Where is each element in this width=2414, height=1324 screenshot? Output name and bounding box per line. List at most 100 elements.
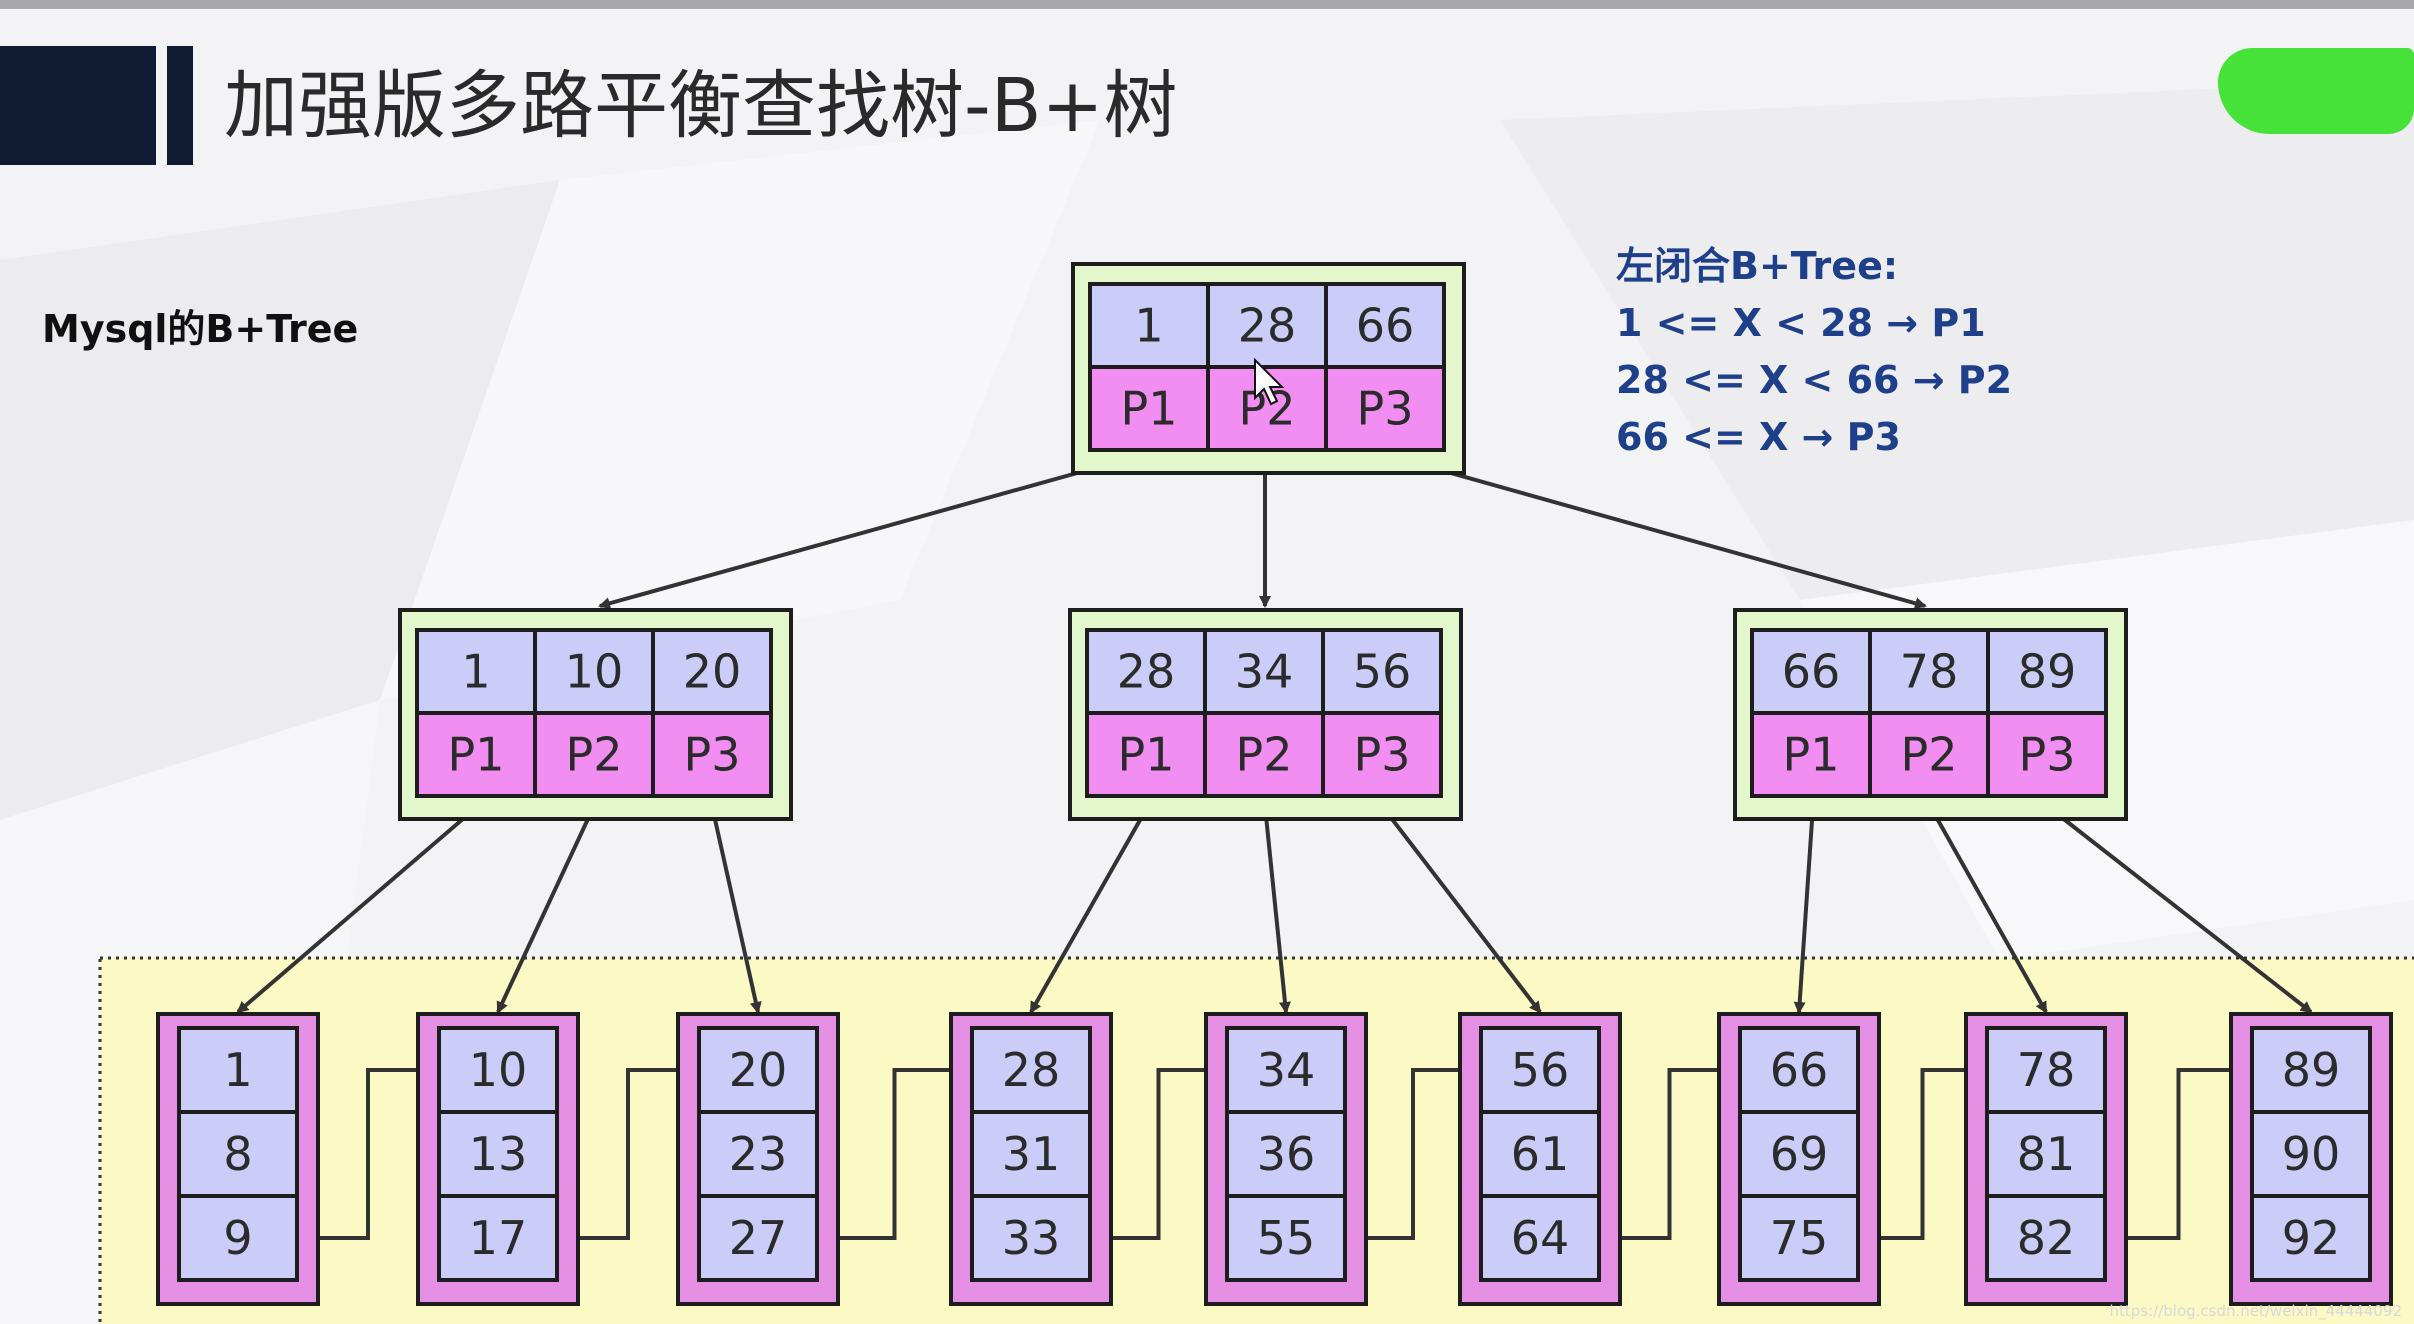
leaf-node-6-key-1: 56 xyxy=(1511,1043,1570,1097)
leaf-link-7-to-8 xyxy=(1858,1064,1987,1240)
internal-node-2-key-cell xyxy=(1321,628,1443,715)
edge-internal-1-to-leaf-2 xyxy=(496,805,596,1014)
root-node-key-3: 66 xyxy=(1356,299,1415,353)
leaf-link-2-to-3 xyxy=(557,1064,699,1240)
caption-mysql-btree: Mysql的B+Tree xyxy=(42,307,359,351)
range-rules: 左闭合B+Tree: 1 <= X < 28 → P1 28 <= X < 66… xyxy=(1616,238,2012,466)
edge-internal-1-to-leaf-1 xyxy=(236,804,480,1014)
leaf-node-4-cell xyxy=(970,1026,1092,1114)
edge-internal-3-to-leaf-8 xyxy=(1928,805,2048,1014)
leaf-link-8-to-9 xyxy=(2105,1064,2252,1240)
edge-internal-2-to-leaf-6 xyxy=(1380,804,1542,1014)
root-node-key-cell xyxy=(1088,282,1210,369)
range-rule-p3: 66 <= X → P3 xyxy=(1616,415,1901,459)
leaf-node-5-key-1: 34 xyxy=(1257,1043,1316,1097)
leaf-node-1-key-3: 9 xyxy=(223,1211,252,1265)
leaf-node-2-cell xyxy=(437,1026,559,1114)
watermark: https://blog.csdn.net/weixin_44444092 xyxy=(2109,1302,2402,1320)
leaf-node-3-key-2: 23 xyxy=(729,1127,788,1181)
leaf-node-9-cell xyxy=(2250,1194,2372,1282)
internal-node-1-key-1: 1 xyxy=(461,645,490,699)
leaf-node-7-cell xyxy=(1738,1026,1860,1114)
range-rules-heading: 左闭合B+Tree: xyxy=(1616,244,1899,288)
range-rule-p1: 1 <= X < 28 → P1 xyxy=(1616,301,1986,345)
leaf-node-6-cell xyxy=(1479,1194,1601,1282)
leaf-node-3-cell xyxy=(697,1110,819,1198)
root-node-key-2: 28 xyxy=(1238,299,1297,353)
leaf-node-6-key-2: 61 xyxy=(1511,1127,1570,1181)
move-cursor-icon xyxy=(1254,357,1285,406)
leaf-node-1: 189 xyxy=(156,1012,320,1306)
internal-node-3-key-1: 66 xyxy=(1782,645,1841,699)
tree-edges xyxy=(236,454,2313,1240)
leaf-node-2-key-3: 17 xyxy=(469,1211,528,1265)
leaf-link-1-to-2 xyxy=(297,1064,439,1240)
root-node-pointer-cell xyxy=(1088,365,1210,452)
internal-node-2-pointer-cell xyxy=(1321,711,1443,798)
internal-node-2-pointer-3: P3 xyxy=(1353,728,1410,782)
internal-node-3-key-3: 89 xyxy=(2018,645,2077,699)
leaf-node-4-key-2: 31 xyxy=(1002,1127,1061,1181)
leaf-node-2-key-1: 10 xyxy=(469,1043,528,1097)
leaf-node-7-key-1: 66 xyxy=(1770,1043,1829,1097)
internal-node-1-pointer-2: P2 xyxy=(565,728,622,782)
internal-node-2-key-2: 34 xyxy=(1235,645,1294,699)
leaf-node-6-key-3: 64 xyxy=(1511,1211,1570,1265)
leaf-node-8-cell xyxy=(1985,1110,2107,1198)
leaf-node-5-cell xyxy=(1225,1194,1347,1282)
edge-internal-3-to-leaf-7 xyxy=(1793,805,1815,1014)
leaf-link-6-to-7 xyxy=(1599,1064,1740,1240)
internal-node-2-pointer-2: P2 xyxy=(1235,728,1292,782)
internal-node-2-key-cell xyxy=(1203,628,1325,715)
leaf-node-1-cell xyxy=(177,1026,299,1114)
leaf-node-9-key-3: 92 xyxy=(2282,1211,2341,1265)
internal-node-2-key-cell xyxy=(1085,628,1207,715)
leaf-node-6: 56 61 64 xyxy=(1458,1012,1622,1306)
leaf-link-5-to-6 xyxy=(1345,1064,1481,1240)
leaf-node-1-key-2: 8 xyxy=(223,1127,252,1181)
leaf-link-4-to-5 xyxy=(1090,1064,1227,1240)
leaf-node-8-key-2: 81 xyxy=(2017,1127,2076,1181)
leaf-node-8-cell xyxy=(1985,1194,2107,1282)
root-node-pointer-3: P3 xyxy=(1356,382,1413,436)
internal-node-1-pointer-1: P1 xyxy=(447,728,504,782)
internal-node-3-pointer-2: P2 xyxy=(1900,728,1957,782)
root-node-pointer-1: P1 xyxy=(1120,382,1177,436)
internal-node-2-pointer-1: P1 xyxy=(1117,728,1174,782)
leaf-node-7-key-2: 69 xyxy=(1770,1127,1829,1181)
root-node-key-1: 1 xyxy=(1134,299,1163,353)
root-node-key-cell xyxy=(1206,282,1328,369)
internal-node-1-pointer-cell xyxy=(533,711,655,798)
leaf-node-4-key-1: 28 xyxy=(1002,1043,1061,1097)
internal-node-3-pointer-cell xyxy=(1986,711,2108,798)
edge-root-p1 xyxy=(598,454,1139,610)
internal-node-1-key-2: 10 xyxy=(565,645,624,699)
tree-nodes: 1P128P266P31P110P220P328P134P256P366P178… xyxy=(156,262,2393,1306)
edge-internal-2-to-leaf-4 xyxy=(1029,805,1150,1014)
page-title: 加强版多路平衡查找树-B+树 xyxy=(224,63,1178,149)
leaf-node-3-key-1: 20 xyxy=(729,1043,788,1097)
internal-node-3-pointer-cell xyxy=(1750,711,1872,798)
leaf-node-5-key-2: 36 xyxy=(1257,1127,1316,1181)
range-rule-p2: 28 <= X < 66 → P2 xyxy=(1616,358,2013,402)
leaf-node-9-key-1: 89 xyxy=(2282,1043,2341,1097)
leaf-node-9-key-2: 90 xyxy=(2282,1127,2341,1181)
leaf-node-3-cell xyxy=(697,1026,819,1114)
internal-node-1-key-3: 20 xyxy=(683,645,742,699)
edge-internal-2-to-leaf-5 xyxy=(1263,805,1291,1014)
leaf-node-2-cell xyxy=(437,1194,559,1282)
edge-root-p3 xyxy=(1389,454,1927,610)
internal-node-1-key-cell xyxy=(651,628,773,715)
internal-node-3-key-cell xyxy=(1750,628,1872,715)
leaf-node-4-cell xyxy=(970,1194,1092,1282)
edge-internal-1-to-leaf-3 xyxy=(710,805,762,1014)
internal-node-2-key-3: 56 xyxy=(1353,645,1412,699)
